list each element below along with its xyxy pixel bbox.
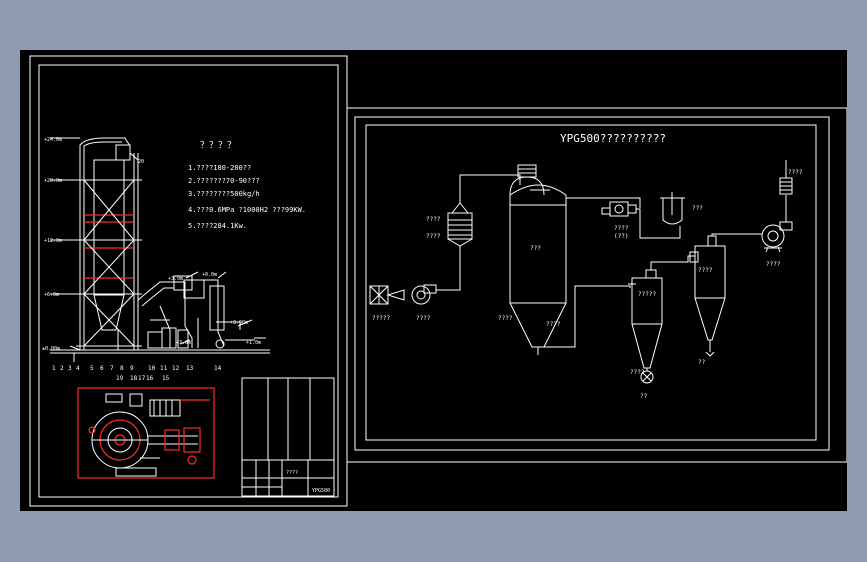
elevation-label: +6.0m	[44, 292, 59, 298]
heater-label-2: ????	[426, 233, 441, 240]
part-number: 6	[100, 365, 104, 372]
part-number: 16	[146, 375, 154, 382]
fan-label: ????	[766, 261, 781, 268]
part-number: 3	[68, 365, 72, 372]
part-number: 19	[116, 375, 124, 382]
elevation-label: +20.0m	[44, 178, 62, 184]
elevation-label: ±0.00m	[42, 346, 60, 352]
plan-view: 19 18 17 16 15	[77, 375, 215, 479]
note-line: 5.????284.1Kw.	[188, 222, 247, 230]
elevation-label: +12.0m	[44, 238, 62, 244]
part-number: 14	[214, 365, 222, 372]
blower	[411, 284, 437, 305]
part-number: 15	[162, 375, 170, 382]
pipe-blower-heater	[436, 265, 461, 291]
spray-dryer	[509, 164, 567, 355]
left-sheet: +24.0m +20.0m +12.0m +6.0m ±0.00m +3.0m …	[29, 55, 348, 507]
pipe-dryer-cyclone	[544, 285, 631, 348]
note-line: 1.????180-200??	[188, 164, 251, 172]
left-sheet-inner-border	[38, 64, 339, 498]
pipe-heater-dryer	[459, 174, 521, 265]
part-number: 13	[186, 365, 194, 372]
part-number: 8	[120, 365, 124, 372]
elevation-label: +3.00m	[230, 320, 248, 326]
cyclone1-label: ?????	[638, 291, 656, 298]
exhaust-stack	[779, 160, 793, 222]
part-number: 2	[60, 365, 64, 372]
bom-table: ???? YPG500	[241, 377, 335, 497]
part-number: 10	[148, 365, 156, 372]
right-sheet: YPG500?????????? ???? ????	[346, 107, 847, 463]
cyclone-separator-1	[628, 269, 663, 384]
right-sheet-outer-border	[346, 107, 847, 463]
title-block-label: ????	[286, 470, 298, 476]
notes-block: ？？？？ 1.????180-200?? 2.???????70-90??? 3…	[188, 141, 306, 230]
feed-pump	[601, 201, 637, 217]
part-number: 18	[130, 375, 138, 382]
tank-label: ???	[692, 205, 703, 212]
elevation-label: +3.0m	[168, 276, 183, 282]
elevation-label: +3.0m	[176, 340, 191, 346]
note-line: 2.???????70-90???	[188, 177, 260, 185]
blower-inlet	[386, 289, 405, 301]
filter-label: ?????	[372, 315, 390, 322]
cyclone1-bottom-label: ????	[630, 369, 645, 376]
part-numbers-row: 1 2 3 4 5 6 7 8 9 10 11 12 13 14	[52, 365, 222, 372]
drawing-svg: +24.0m +20.0m +12.0m +6.0m ±0.00m +3.0m …	[29, 55, 847, 507]
dryer-side-label: ????	[546, 321, 561, 328]
title-block-code: YPG500	[312, 488, 330, 494]
spray-tower	[76, 137, 142, 350]
note-line: 3.????????500kg/h	[188, 190, 260, 198]
dryer-bottom-label: ????	[498, 315, 513, 322]
pump-sub-label: (??)	[614, 233, 628, 240]
pipe-cyclone1-cyclone2	[650, 255, 695, 270]
note-line: 4.???0.6MPa ?1000H2 ???99KW.	[188, 206, 306, 214]
feed-tank	[660, 192, 685, 225]
elevation-label: +24.0m	[44, 137, 62, 143]
elevation-label: +0.0m	[202, 272, 217, 278]
notes-title: ？？？？	[200, 141, 236, 151]
blower-label: ????	[416, 315, 431, 322]
air-heater	[447, 202, 473, 247]
part-number: 20	[138, 159, 144, 165]
part-number: 4	[76, 365, 80, 372]
pump-label: ????	[614, 225, 629, 232]
stack-label: ????	[788, 169, 803, 176]
exhaust-fan	[761, 221, 793, 253]
cyclone2-bottom-label: ??	[698, 359, 706, 366]
left-piping	[50, 137, 270, 362]
part-number: 12	[172, 365, 180, 372]
cad-canvas: +24.0m +20.0m +12.0m +6.0m ±0.00m +3.0m …	[20, 50, 847, 511]
cyclone2-label: ????	[698, 267, 713, 274]
cyclone-separator-2	[689, 235, 726, 357]
diagram-title: YPG500??????????	[560, 132, 666, 145]
part-number: 17	[138, 375, 146, 382]
air-filter	[369, 285, 389, 305]
elevation-labels: +24.0m +20.0m +12.0m +6.0m ±0.00m +3.0m …	[42, 137, 261, 352]
right-sheet-frame	[365, 124, 817, 441]
part-number: 11	[160, 365, 168, 372]
pipe-tank-pump	[636, 208, 681, 239]
right-sheet-inner-border	[354, 116, 830, 451]
part-number: 7	[110, 365, 114, 372]
pipe-pump-dryer	[566, 197, 641, 208]
part-number: 9	[130, 365, 134, 372]
elevation-label: +1.0m	[246, 340, 261, 346]
dryer-label: ???	[530, 245, 541, 252]
cyclone1-out-label: ??	[640, 393, 648, 400]
pipe-cyclone2-fan	[711, 233, 762, 236]
part-number: 5	[90, 365, 94, 372]
heater-label: ????	[426, 216, 441, 223]
part-number: 1	[52, 365, 56, 372]
